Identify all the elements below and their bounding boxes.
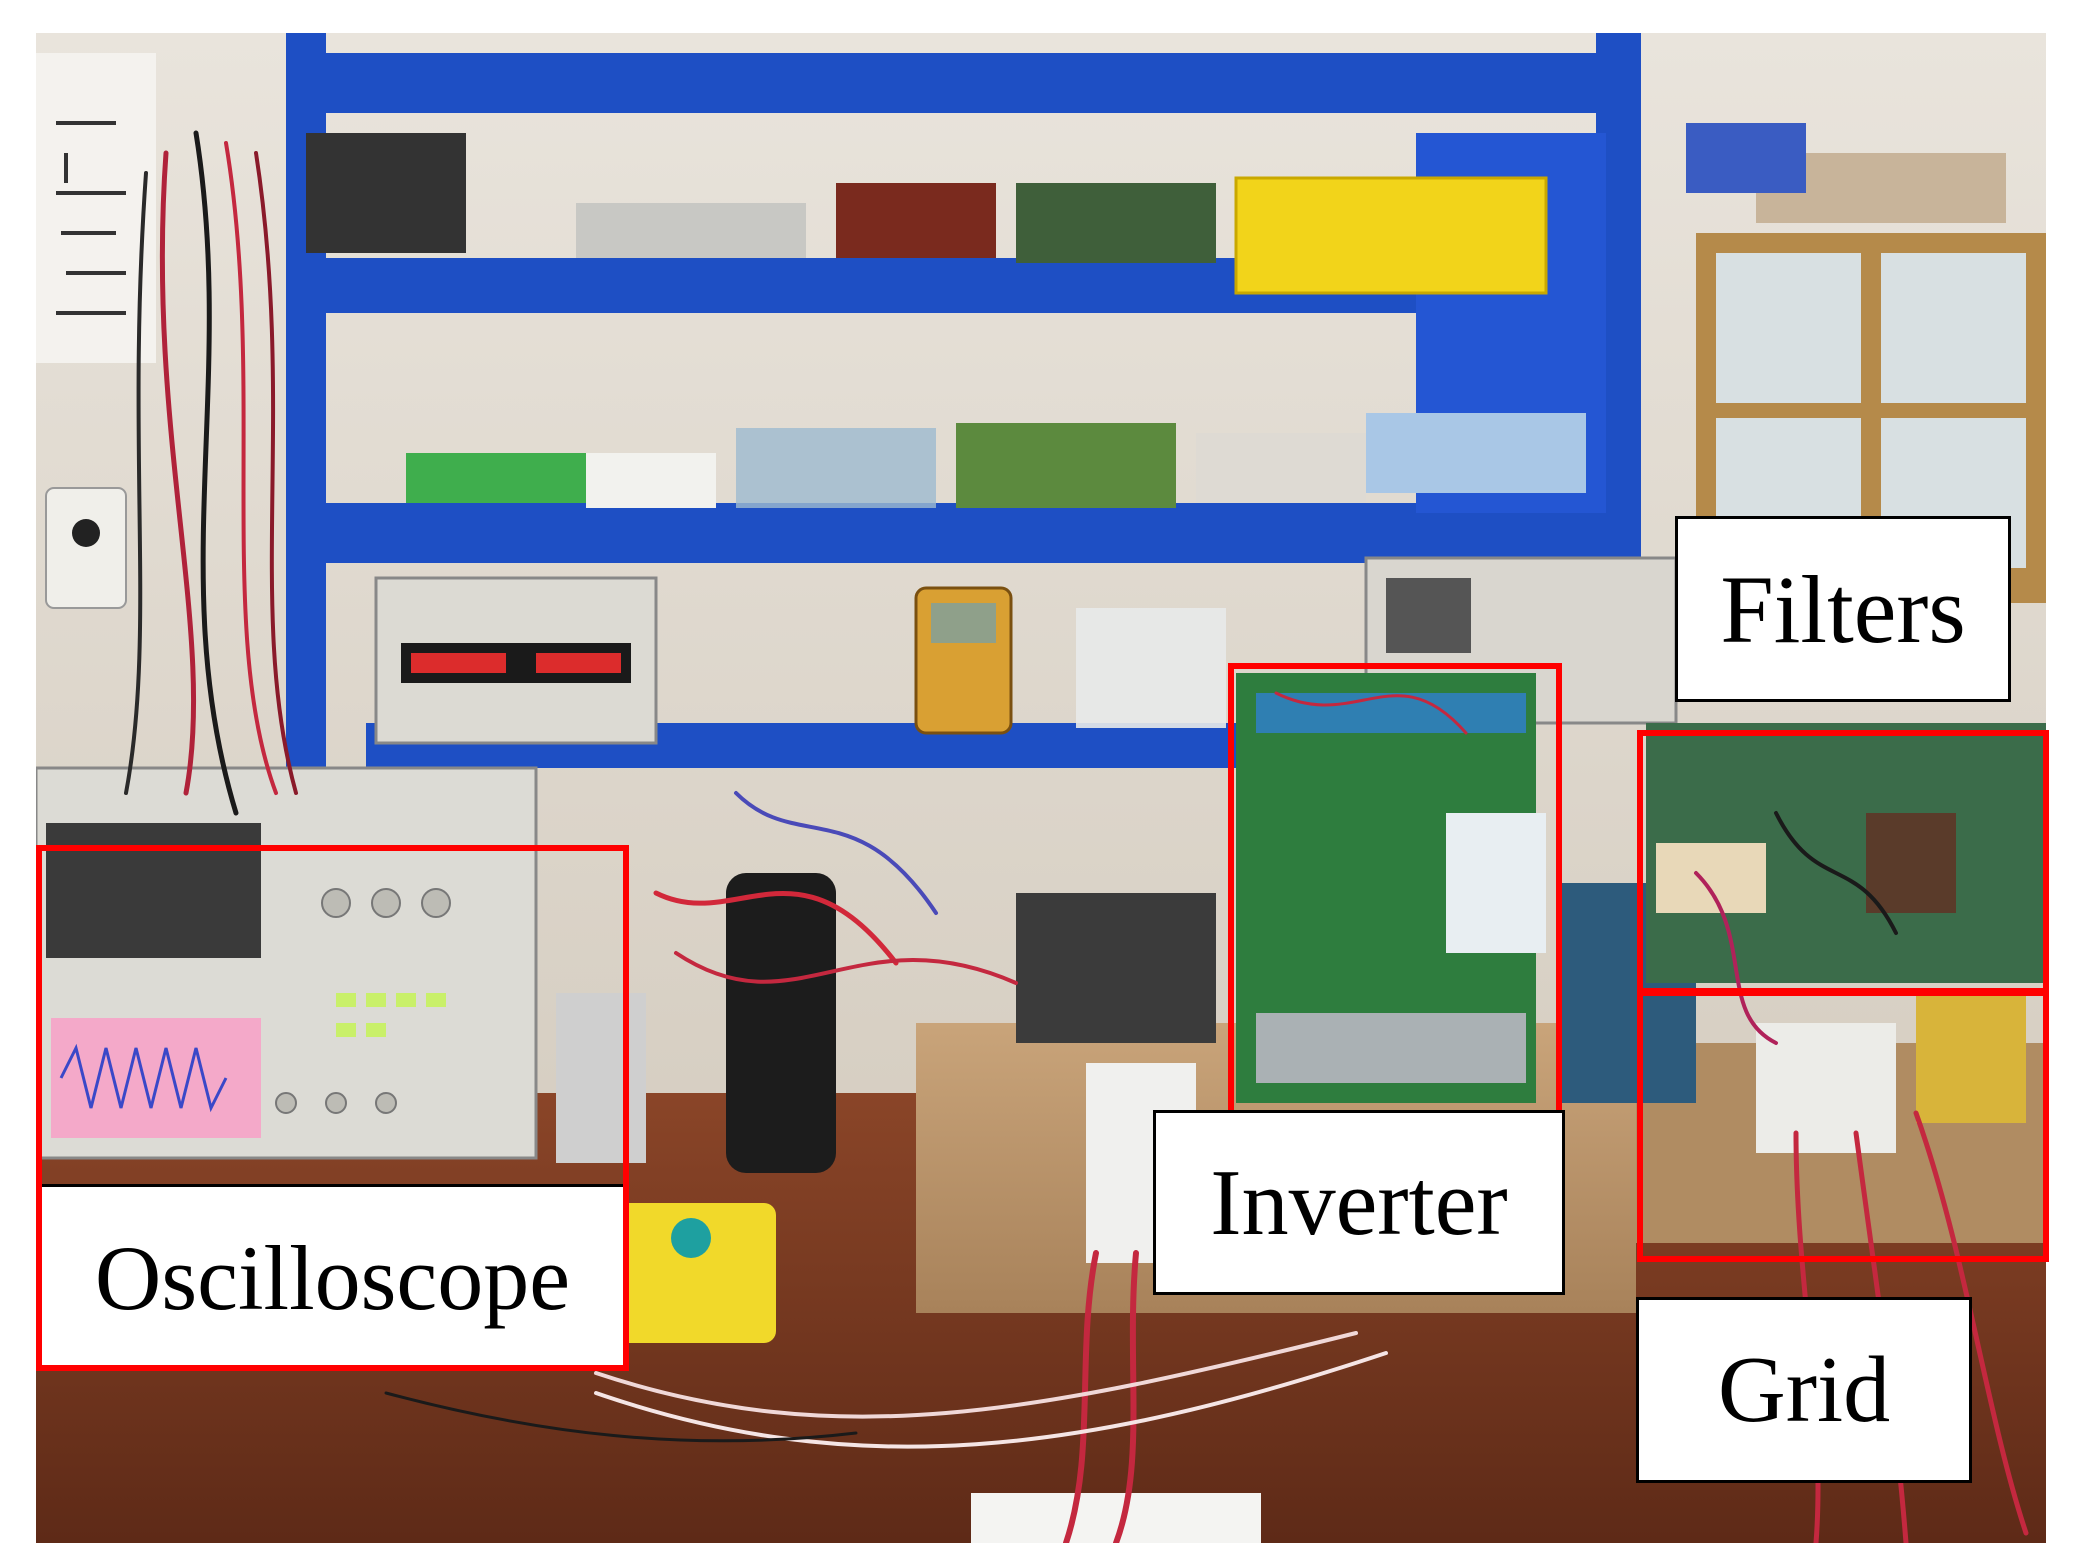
heatsink bbox=[556, 993, 646, 1163]
breaker bbox=[1756, 1023, 1896, 1153]
wall-socket bbox=[45, 487, 127, 609]
oscilloscope-label: Oscilloscope bbox=[36, 1184, 629, 1371]
inverter-highlight bbox=[1228, 663, 1562, 1117]
grid-highlight bbox=[1637, 990, 2049, 1262]
grid-label: Grid bbox=[1636, 1297, 1972, 1483]
filters-highlight bbox=[1637, 730, 2049, 994]
grid-label-text: Grid bbox=[1717, 1338, 1891, 1442]
cables bbox=[124, 130, 2029, 1543]
capacitor bbox=[726, 873, 836, 1173]
yellow-bin bbox=[1234, 176, 1548, 295]
lab-photo bbox=[36, 33, 2046, 1543]
lab-photo-drawing bbox=[36, 33, 2046, 1543]
inverter-label-text: Inverter bbox=[1210, 1150, 1508, 1255]
filters-label-text: Filters bbox=[1720, 555, 1966, 663]
oscilloscope-label-divider bbox=[42, 1184, 623, 1187]
oscilloscope-highlight-overlay bbox=[36, 845, 629, 1371]
filters-label: Filters bbox=[1675, 516, 2011, 702]
oscilloscope-label-text: Oscilloscope bbox=[94, 1226, 571, 1329]
inverter-label: Inverter bbox=[1153, 1110, 1565, 1295]
yellow-button-box bbox=[616, 1203, 776, 1343]
